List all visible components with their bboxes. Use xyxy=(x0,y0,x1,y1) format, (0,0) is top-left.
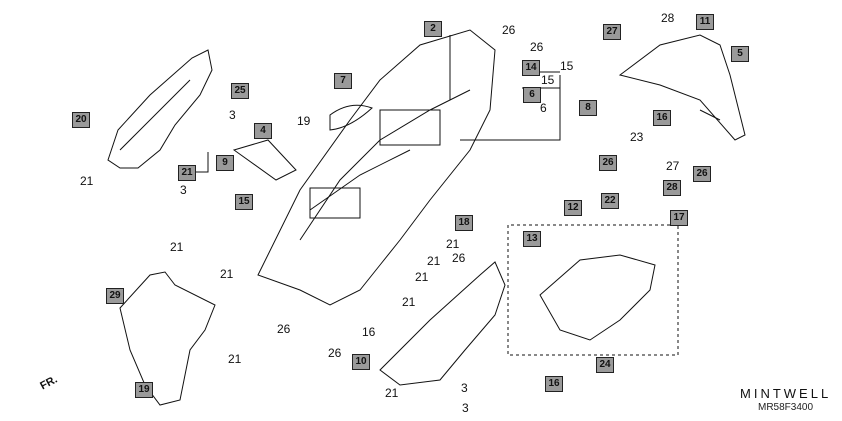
callout-boxed: 8 xyxy=(579,100,597,116)
callout-boxed: 29 xyxy=(106,288,124,304)
callout: 16 xyxy=(362,325,376,339)
callout: 21 xyxy=(402,295,416,309)
callout: 19 xyxy=(297,114,311,128)
callout: 21 xyxy=(170,240,184,254)
seal-part xyxy=(232,139,297,181)
callout-boxed: 5 xyxy=(731,46,749,62)
strap-part xyxy=(329,104,373,131)
callout: 21 xyxy=(415,270,429,284)
callout-boxed: 27 xyxy=(603,24,621,40)
callout: 3 xyxy=(461,381,468,395)
bracket-part xyxy=(539,254,656,341)
callout: 26 xyxy=(277,322,291,336)
left-cowl-part xyxy=(107,49,213,169)
callout: 15 xyxy=(541,73,555,87)
lower-fender-part xyxy=(119,271,216,406)
rear-fender-part xyxy=(257,29,496,306)
callout: 23 xyxy=(630,130,644,144)
callout-boxed: 16 xyxy=(653,110,671,126)
callout: 3 xyxy=(462,401,469,415)
callout-boxed: 20 xyxy=(72,112,90,128)
callout: 26 xyxy=(328,346,342,360)
callout: 27 xyxy=(666,159,680,173)
callout-boxed: 24 xyxy=(596,357,614,373)
callout: 26 xyxy=(502,23,516,37)
diagram-code: MR58F3400 xyxy=(758,402,814,413)
callout-boxed: 19 xyxy=(135,382,153,398)
callout-boxed: 26 xyxy=(693,166,711,182)
callout-boxed: 13 xyxy=(523,231,541,247)
callout: 15 xyxy=(560,59,574,73)
callout: 21 xyxy=(427,254,441,268)
tail-cover-part xyxy=(618,34,746,141)
callout-boxed: 10 xyxy=(352,354,370,370)
callout-boxed: 26 xyxy=(599,155,617,171)
callout: 26 xyxy=(452,251,466,265)
callout: 21 xyxy=(80,174,94,188)
callout-boxed: 11 xyxy=(696,14,714,30)
callout-boxed: 7 xyxy=(334,73,352,89)
callout-boxed: 25 xyxy=(231,83,249,99)
callout: 3 xyxy=(229,108,236,122)
callout: 28 xyxy=(661,11,675,25)
callout-boxed: 14 xyxy=(522,60,540,76)
callout-boxed: 22 xyxy=(601,193,619,209)
callout: 6 xyxy=(540,101,547,115)
callout-boxed: 17 xyxy=(670,210,688,226)
callout-boxed: 18 xyxy=(455,215,473,231)
callout: 21 xyxy=(228,352,242,366)
callout-boxed: 6 xyxy=(523,87,541,103)
callout: 21 xyxy=(446,237,460,251)
callout-boxed: 2 xyxy=(424,21,442,37)
callout-boxed: 15 xyxy=(235,194,253,210)
callout-boxed: 9 xyxy=(216,155,234,171)
side-cover-part xyxy=(379,261,506,386)
callout: 21 xyxy=(220,267,234,281)
callout-boxed: 16 xyxy=(545,376,563,392)
callout: 3 xyxy=(180,183,187,197)
callout-boxed: 4 xyxy=(254,123,272,139)
callout-boxed: 12 xyxy=(564,200,582,216)
callout-boxed: 21 xyxy=(178,165,196,181)
callout-boxed: 28 xyxy=(663,180,681,196)
brand-logo: MINTWELL xyxy=(740,386,832,401)
callout: 21 xyxy=(385,386,399,400)
callout: 26 xyxy=(530,40,544,54)
